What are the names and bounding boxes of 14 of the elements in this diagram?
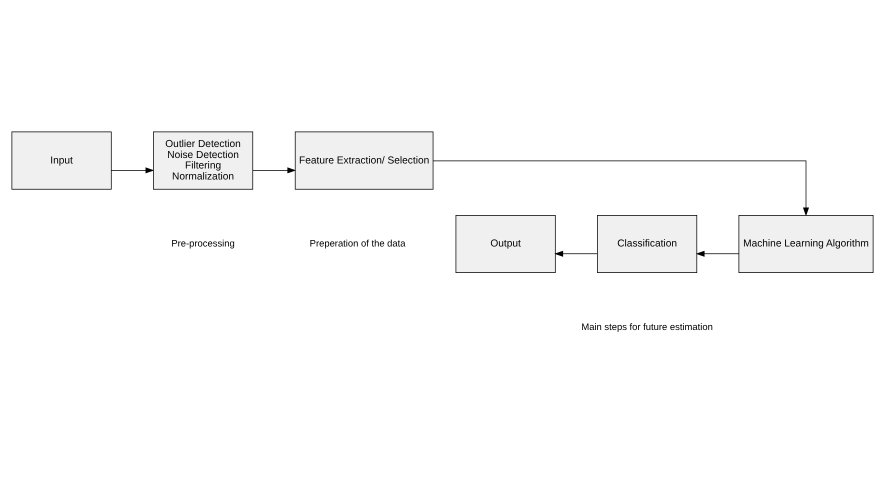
node-box: Feature Extraction/ Selection — [294, 132, 434, 190]
arrow — [252, 167, 296, 174]
arrow — [432, 160, 810, 216]
node-box: Machine Learning Algorithm — [738, 214, 874, 274]
arrow — [554, 250, 598, 257]
node-box: Input — [12, 132, 112, 190]
label: Preperation of the data — [310, 237, 406, 248]
node-box: Output — [456, 214, 556, 274]
arrow — [111, 167, 154, 174]
node-box: Classification — [597, 214, 698, 274]
label: Main steps for future estimation — [581, 320, 713, 332]
node-box: Outlier Detection Noise Detection Filtering Normalization — [153, 132, 254, 190]
label: Pre-processing — [171, 237, 235, 248]
arrow — [696, 250, 740, 257]
